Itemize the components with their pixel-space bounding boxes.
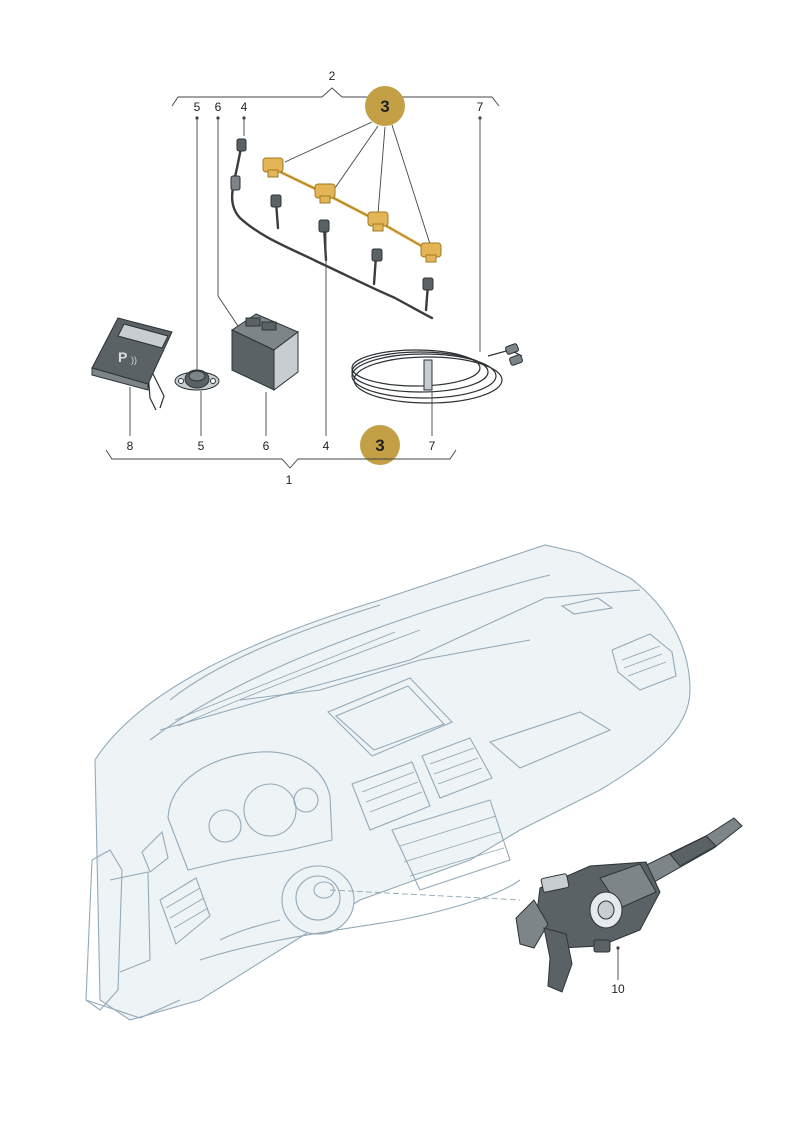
parking-button: P )) [91,317,173,411]
label-group-2: 2 [329,69,336,83]
label-top-4: 4 [241,100,248,114]
label-bottom-8: 8 [127,439,134,453]
label-bottom-4: 4 [323,439,330,453]
label-bottom-6: 6 [263,439,270,453]
label-top-7: 7 [477,100,484,114]
top-exploded-view: 2 5 6 4 7 3 [91,69,523,487]
coiled-cable [351,343,523,404]
label-bottom-7: 7 [429,439,436,453]
badge-3-bottom: 3 [360,425,400,465]
badge-3-top: 3 [365,86,405,126]
steering-column-switch: 10 [515,817,743,996]
control-unit [230,313,299,391]
svg-text:P: P [118,349,127,365]
svg-text:)): )) [131,355,137,365]
bracket-group-1 [105,449,457,469]
wiring-harness [230,138,434,320]
label-bottom-5: 5 [198,439,205,453]
dashboard-illustration [85,544,691,1021]
parking-sensors [262,157,442,263]
buzzer [174,369,220,391]
bracket-group-2 [171,87,500,107]
svg-text:3: 3 [380,97,389,116]
label-top-6: 6 [215,100,222,114]
label-top-5: 5 [194,100,201,114]
label-part-10: 10 [611,982,625,996]
svg-text:3: 3 [375,436,384,455]
label-group-1: 1 [286,473,293,487]
